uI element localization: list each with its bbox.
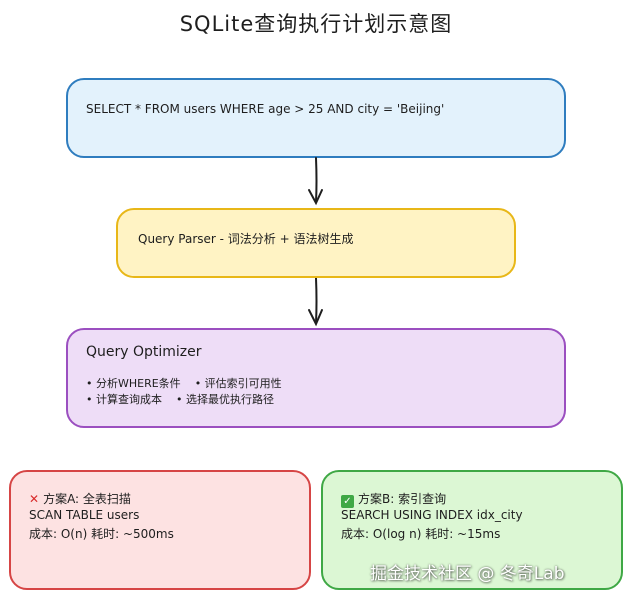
plan-b-heading: 方案B: 索引查询 (358, 492, 447, 506)
optimizer-step: • 选择最优执行路径 (176, 393, 274, 406)
optimizer-step: • 分析WHERE条件 (86, 377, 181, 390)
optimizer-steps-line-2: • 计算查询成本 • 选择最优执行路径 (86, 391, 274, 407)
plan-a-cost: 成本: O(n) 耗时: ~500ms (29, 527, 174, 541)
arrow-parser-to-optimizer (308, 277, 323, 327)
query-parser-text: Query Parser - 词法分析 + 语法树生成 (138, 232, 354, 246)
plan-a-operation: SCAN TABLE users (29, 508, 140, 522)
sql-query-box: SELECT * FROM users WHERE age > 25 AND c… (66, 78, 566, 158)
plan-a-heading: 方案A: 全表扫描 (43, 492, 131, 506)
plan-a-box: ✕方案A: 全表扫描 SCAN TABLE users 成本: O(n) 耗时:… (9, 470, 311, 590)
diagram-title: SQLite查询执行计划示意图 (179, 12, 453, 36)
optimizer-step: • 计算查询成本 (86, 393, 162, 406)
cross-mark-icon: ✕ (29, 492, 40, 506)
plan-b-cost: 成本: O(log n) 耗时: ~15ms (341, 527, 501, 541)
plan-b-heading-row: ✓ 方案B: 索引查询 (341, 490, 446, 508)
check-mark-icon: ✓ (341, 495, 354, 508)
optimizer-steps-line-1: • 分析WHERE条件 • 评估索引可用性 (86, 375, 282, 391)
plan-a-heading-row: ✕方案A: 全表扫描 (29, 490, 131, 507)
sql-query-text: SELECT * FROM users WHERE age > 25 AND c… (86, 102, 445, 116)
plan-b-operation: SEARCH USING INDEX idx_city (341, 508, 523, 522)
optimizer-step: • 评估索引可用性 (194, 377, 282, 390)
query-optimizer-title: Query Optimizer (86, 344, 202, 360)
plan-b-box: ✓ 方案B: 索引查询 SEARCH USING INDEX idx_city 成… (321, 470, 623, 590)
query-optimizer-box: Query Optimizer • 分析WHERE条件 • 评估索引可用性 • 计… (66, 328, 566, 428)
watermark: 掘金技术社区 @ 冬奇Lab (370, 564, 565, 584)
arrow-query-to-parser (308, 157, 323, 206)
query-parser-box: Query Parser - 词法分析 + 语法树生成 (116, 208, 516, 278)
